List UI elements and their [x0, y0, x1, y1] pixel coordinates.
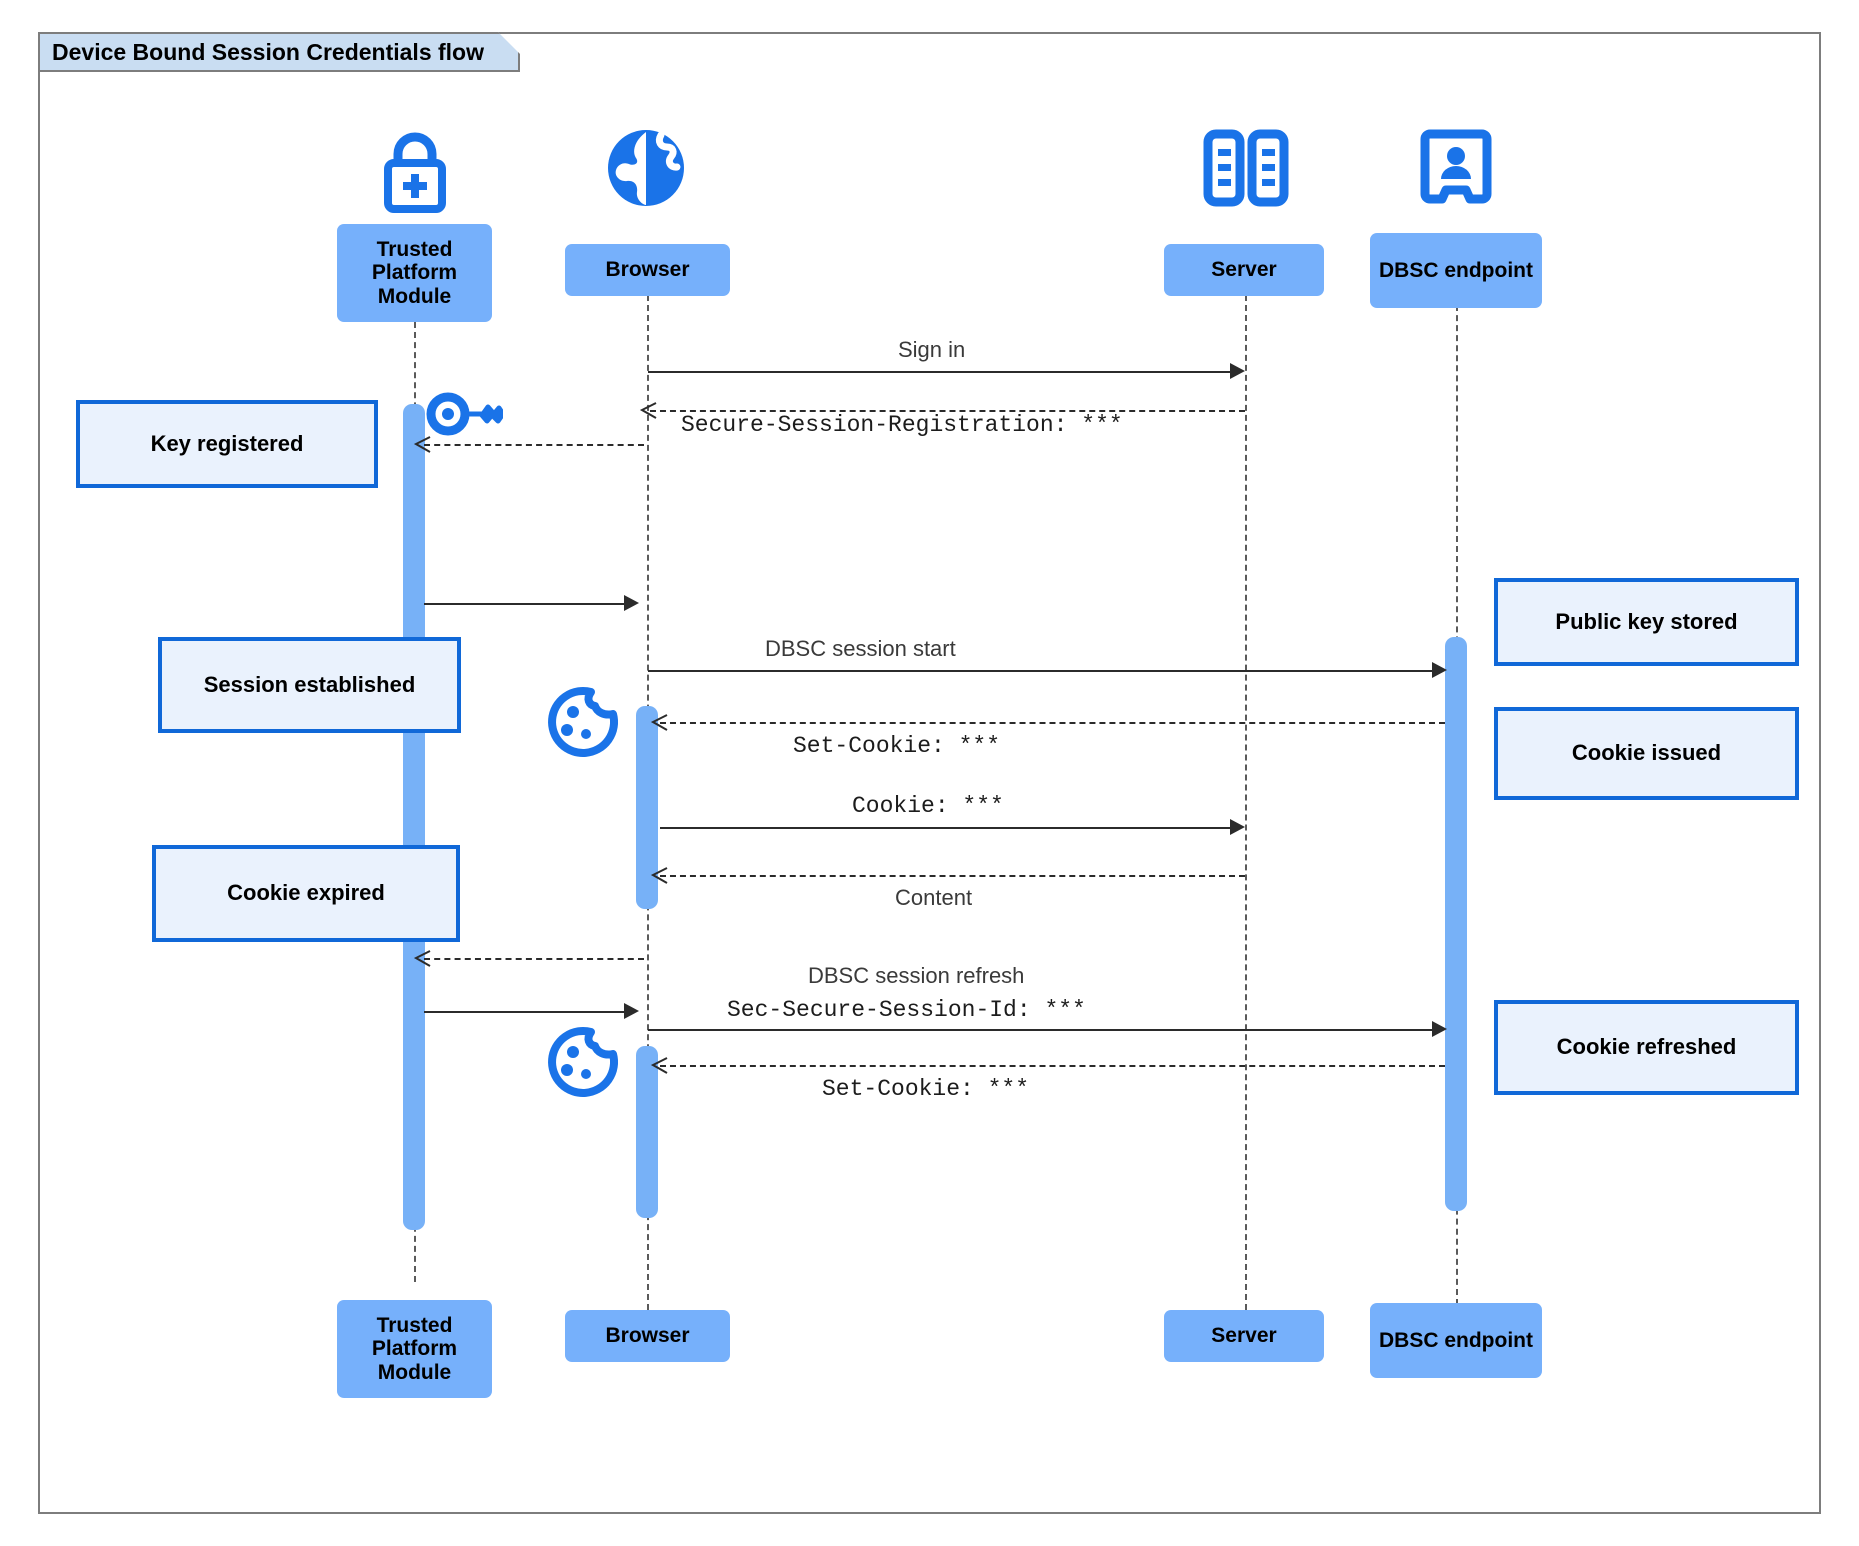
globe-icon [603, 125, 689, 216]
participant-label: DBSC endpoint [1379, 258, 1533, 282]
server-rack-icon [1200, 128, 1292, 213]
message-label-set-cookie-1: Set-Cookie: *** [793, 733, 1001, 759]
message-line-tpm-to-browser-proof [424, 1011, 632, 1013]
note-key-registered: Key registered [76, 400, 378, 488]
message-line-set-cookie-1 [660, 722, 1445, 724]
participant-label: Browser [605, 1324, 690, 1348]
arrowhead-right [624, 1003, 639, 1019]
participant-browser-bottom[interactable]: Browser [565, 1310, 730, 1362]
arrowhead-open-left [650, 1056, 668, 1074]
cookie-icon [545, 1026, 619, 1105]
note-cookie-issued: Cookie issued [1494, 707, 1799, 800]
note-text: Cookie expired [227, 880, 385, 906]
message-line-cookie [660, 827, 1241, 829]
participant-browser-top[interactable]: Browser [565, 244, 730, 296]
message-label-content: Content [895, 885, 973, 910]
arrowhead-right [1432, 1021, 1447, 1037]
participant-label: DBSC endpoint [1379, 1328, 1533, 1352]
arrowhead-right [1230, 363, 1245, 379]
participant-server-bottom[interactable]: Server [1164, 1310, 1324, 1362]
participant-dbsc-bottom[interactable]: DBSC endpoint [1370, 1303, 1542, 1378]
note-session-established: Session established [158, 637, 461, 733]
message-line-content [660, 875, 1245, 877]
note-cookie-expired: Cookie expired [152, 845, 460, 942]
message-line-sign-in [648, 371, 1241, 373]
participant-tpm-top[interactable]: Trusted Platform Module [337, 224, 492, 322]
cookie-icon [545, 686, 619, 765]
participant-label: Server [1211, 258, 1277, 282]
arrowhead-open-left [413, 435, 431, 453]
key-icon [425, 387, 506, 446]
activation-bar-browser-1 [636, 706, 658, 909]
arrowhead-open-left [639, 401, 657, 419]
note-text: Key registered [150, 430, 304, 456]
message-label-cookie: Cookie: *** [852, 793, 1004, 819]
lifeline-server [1245, 275, 1247, 1310]
participant-label: Server [1211, 1324, 1277, 1348]
arrowhead-open-left [650, 866, 668, 884]
arrowhead-right [1230, 819, 1245, 835]
message-label-dbsc-session-refresh: DBSC session refresh [808, 963, 1025, 988]
note-text: Cookie refreshed [1556, 1034, 1737, 1060]
message-line-tpm-to-browser-key [424, 603, 632, 605]
arrowhead-right [1432, 662, 1447, 678]
message-line-set-cookie-2 [660, 1065, 1445, 1067]
message-label-sec-secure-session-id: Sec-Secure-Session-Id: *** [727, 997, 1086, 1023]
participant-label: Trusted Platform Module [371, 1313, 458, 1384]
participant-label: Trusted Platform Module [371, 237, 458, 308]
message-label-set-cookie-2: Set-Cookie: *** [822, 1076, 1030, 1102]
note-text: Session established [203, 671, 416, 697]
message-line-secure-session-registration [650, 410, 1245, 412]
participant-dbsc-top[interactable]: DBSC endpoint [1370, 233, 1542, 308]
message-line-dbsc-session-refresh [648, 1029, 1443, 1031]
arrowhead-open-left [413, 949, 431, 967]
activation-bar-tpm [403, 404, 425, 1230]
note-text: Cookie issued [1571, 740, 1722, 766]
id-badge-icon [1420, 128, 1492, 215]
message-line-register-key-to-tpm [424, 444, 644, 446]
participant-label: Browser [605, 258, 690, 282]
note-cookie-refreshed: Cookie refreshed [1494, 1000, 1799, 1095]
arrowhead-right [624, 595, 639, 611]
message-line-browser-to-tpm-refresh [424, 958, 644, 960]
activation-bar-browser-2 [636, 1046, 658, 1218]
note-text: Public key stored [1555, 608, 1738, 634]
diagram-title-tab: Device Bound Session Credentials flow [38, 32, 520, 72]
message-label-secure-session-registration: Secure-Session-Registration: *** [681, 412, 1123, 438]
participant-server-top[interactable]: Server [1164, 244, 1324, 296]
lock-plus-icon [370, 128, 460, 219]
note-public-key-stored: Public key stored [1494, 578, 1799, 666]
message-line-dbsc-session-start [648, 670, 1443, 672]
message-label-dbsc-session-start: DBSC session start [765, 636, 956, 661]
activation-bar-dbsc [1445, 637, 1467, 1211]
message-label-sign-in: Sign in [898, 337, 966, 362]
arrowhead-open-left [650, 713, 668, 731]
participant-tpm-bottom[interactable]: Trusted Platform Module [337, 1300, 492, 1398]
